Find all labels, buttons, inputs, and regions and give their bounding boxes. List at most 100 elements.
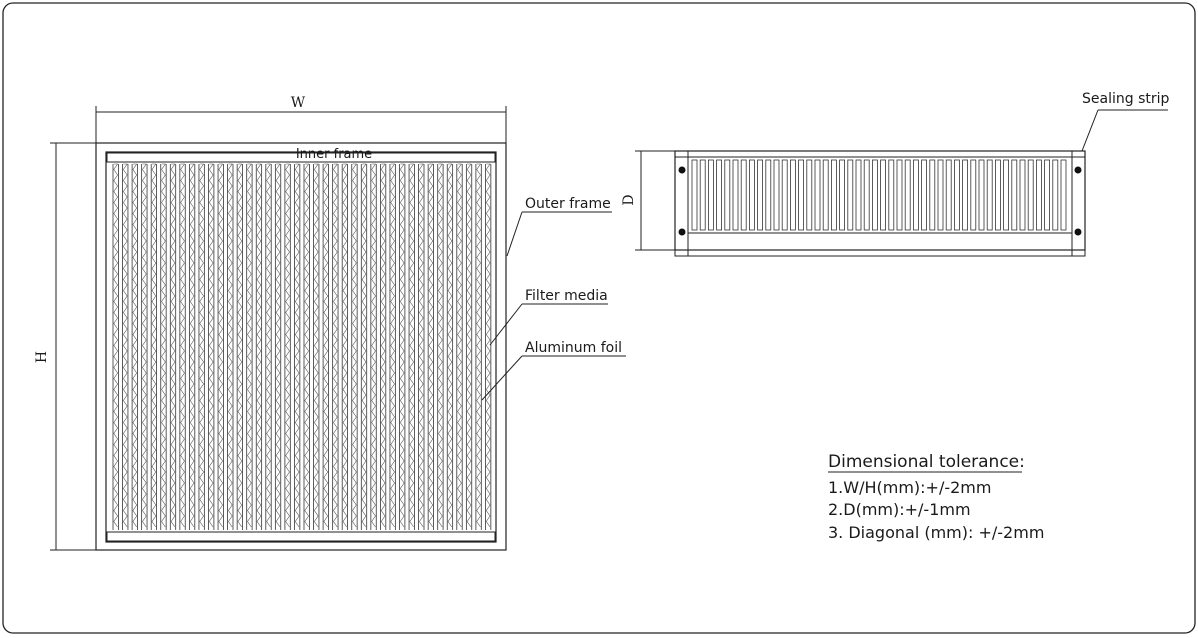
- aluminum-foil-label: Aluminum foil: [525, 340, 622, 356]
- filter-media-label: Filter media: [525, 288, 608, 304]
- slat: [962, 159, 968, 231]
- slat: [1011, 159, 1018, 231]
- pleat: [408, 163, 415, 530]
- slat: [1060, 159, 1067, 231]
- filter-media-callout: Filter media: [489, 288, 608, 346]
- slat: [896, 159, 903, 231]
- pleat: [217, 163, 224, 530]
- pleat: [227, 163, 234, 530]
- pleat: [303, 163, 310, 530]
- slat: [814, 159, 821, 231]
- height-symbol: H: [34, 351, 50, 363]
- slat: [839, 159, 845, 231]
- slat: [1044, 159, 1050, 231]
- pleat: [255, 163, 263, 530]
- pleat: [179, 163, 186, 530]
- pleat: [332, 163, 339, 530]
- slat: [724, 159, 731, 231]
- slat: [945, 159, 952, 231]
- pleat: [322, 163, 329, 530]
- slat: [921, 159, 927, 231]
- tolerance-note: Dimensional tolerance: 1.W/H(mm):+/-2mm …: [828, 452, 1044, 542]
- inner-frame-bottom-bar: [106, 531, 496, 542]
- rivet: [678, 228, 686, 236]
- aluminum-foil-callout: Aluminum foil: [481, 340, 626, 401]
- slat: [978, 159, 985, 231]
- slat: [822, 159, 829, 231]
- front-view: W H Inner frame Outer frame Filter media: [34, 95, 626, 551]
- width-symbol: W: [291, 95, 306, 111]
- pleat: [131, 163, 138, 530]
- pleat: [475, 163, 482, 530]
- pleat: [169, 163, 177, 530]
- depth-symbol: D: [621, 194, 637, 205]
- tolerance-line-3: 3. Diagonal (mm): +/-2mm: [828, 523, 1044, 542]
- slat: [888, 159, 895, 231]
- slat: [913, 159, 919, 231]
- pleat: [313, 163, 320, 530]
- pleat: [437, 163, 444, 530]
- slat: [986, 159, 993, 231]
- outer-frame-label: Outer frame: [525, 196, 611, 212]
- slat: [749, 159, 755, 231]
- filter-media-pleats: [112, 163, 492, 530]
- slat: [847, 159, 854, 231]
- pleat: [465, 163, 473, 530]
- pleat: [341, 163, 349, 530]
- slat: [1052, 159, 1059, 231]
- pleat: [446, 163, 454, 530]
- side-body: [674, 150, 1086, 251]
- pleat: [389, 163, 396, 530]
- slat: [954, 159, 960, 231]
- pleat: [246, 163, 253, 530]
- height-dimension: H: [34, 142, 96, 551]
- slat: [798, 159, 804, 231]
- slat: [732, 159, 739, 231]
- outer-frame-callout: Outer frame: [506, 196, 612, 257]
- slat: [716, 159, 722, 231]
- slat: [699, 159, 706, 231]
- inner-frame-top-bar: [106, 152, 496, 163]
- slat: [806, 159, 813, 231]
- pleat: [418, 163, 425, 530]
- sealing-strip-label: Sealing strip: [1082, 91, 1169, 107]
- pleat: [236, 163, 243, 530]
- slat: [855, 159, 862, 231]
- pleat: [351, 163, 358, 530]
- width-dimension: W: [95, 95, 507, 143]
- slat: [937, 159, 944, 231]
- pleat: [141, 163, 148, 530]
- pleat: [208, 163, 215, 530]
- pleat: [150, 163, 158, 530]
- rivet: [678, 166, 686, 174]
- side-pleat-slats: [691, 159, 1067, 231]
- pleat: [370, 163, 377, 530]
- pleat: [265, 163, 272, 530]
- slat: [740, 159, 747, 231]
- slat: [995, 159, 1001, 231]
- slat: [1019, 159, 1026, 231]
- pleat: [379, 163, 387, 530]
- slat: [970, 159, 977, 231]
- slat: [872, 159, 878, 231]
- rivet: [1074, 228, 1082, 236]
- pleat: [274, 163, 282, 530]
- side-view: D Sealing strip: [621, 91, 1169, 257]
- slat: [765, 159, 772, 231]
- slat: [831, 159, 837, 231]
- tolerance-line-2: 2.D(mm):+/-1mm: [828, 500, 971, 519]
- inner-frame-label: Inner frame: [296, 147, 372, 162]
- slat: [1027, 159, 1034, 231]
- side-base-strip: [674, 249, 1086, 257]
- pleat: [160, 163, 167, 530]
- slat: [781, 159, 788, 231]
- slat: [1036, 159, 1042, 231]
- slat: [1003, 159, 1009, 231]
- slat: [904, 159, 911, 231]
- pleat: [360, 163, 368, 530]
- pleat: [112, 163, 119, 530]
- slat: [691, 159, 698, 231]
- pleat: [122, 163, 129, 530]
- slat: [880, 159, 886, 231]
